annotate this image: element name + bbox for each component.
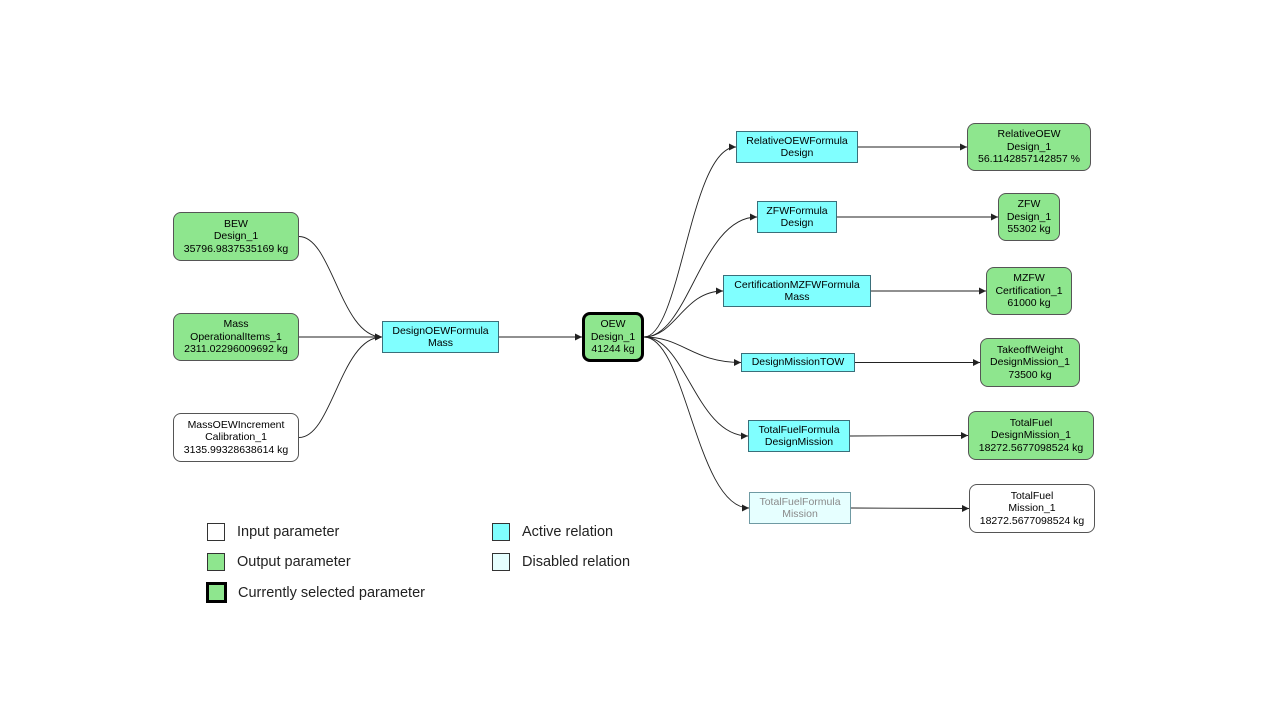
edge-oew-to-zfwformula	[643, 213, 758, 338]
legend-input-swatch	[207, 523, 225, 541]
node-text-line: Design_1	[1006, 210, 1052, 223]
node-text-line: MassOEWIncrement	[187, 418, 285, 431]
node-text-line: TotalFuelFormula	[759, 495, 841, 508]
edge-totalfuelformula_m-to-totalfuel_m	[850, 504, 970, 512]
node-text-line: 41244 kg	[591, 343, 635, 356]
node-text-line: OperationalItems_1	[190, 330, 282, 343]
legend-selected-label: Currently selected parameter	[238, 584, 425, 601]
node-text-line: 73500 kg	[1008, 368, 1052, 381]
legend-disabled-swatch	[492, 553, 510, 571]
edge-bew-to-designoewformula	[298, 236, 383, 341]
node-text-line: Certification_1	[995, 284, 1063, 297]
node-text-line: Mission	[782, 508, 818, 520]
node-text-line: Mission_1	[1008, 502, 1056, 515]
relation-node-design-mission-tow[interactable]: DesignMissionTOW	[741, 353, 855, 372]
node-text-line: 35796.9837535169 kg	[183, 242, 289, 255]
legend-selected: Currently selected parameter	[206, 582, 425, 603]
legend-disabled: Disabled relation	[492, 553, 630, 571]
node-text-line: RelativeOEW	[997, 128, 1061, 141]
node-text-line: 18272.5677098524 kg	[979, 514, 1085, 527]
edge-oew-to-relativeoewformula	[643, 143, 737, 338]
node-text-line: 61000 kg	[1007, 297, 1051, 310]
node-text-line: 56.1142857142857 %	[978, 153, 1080, 166]
edge-totalfuelformula_dm-to-totalfuel_dm	[849, 432, 969, 440]
node-text-line: Design	[780, 217, 814, 229]
legend-output-swatch	[207, 553, 225, 571]
node-text-line: Mass	[223, 318, 249, 331]
legend-input-label: Input parameter	[237, 524, 340, 540]
node-text-line: Calibration_1	[205, 431, 267, 444]
edge-oew-to-totalfuelformula_m	[643, 336, 750, 512]
node-text-line: BEW	[224, 217, 248, 230]
edge-oew-to-certmzfw	[643, 287, 724, 338]
node-text-line: DesignMission_1	[990, 356, 1070, 369]
node-text-line: DesignOEWFormula	[392, 324, 489, 337]
node-text-line: TakeoffWeight	[996, 343, 1064, 356]
node-text-line: Design_1	[213, 230, 259, 243]
node-text-line: MZFW	[1013, 272, 1045, 285]
node-text-line: Mass	[427, 337, 454, 349]
legend-disabled-label: Disabled relation	[522, 554, 631, 570]
edge-oew-to-designmissiontow	[643, 336, 742, 366]
legend-input: Input parameter	[207, 523, 339, 541]
node-text-line: RelativeOEWFormula	[746, 134, 848, 147]
node-text-line: DesignMissionTOW	[751, 356, 845, 369]
legend-output-label: Output parameter	[237, 554, 351, 570]
node-text-line: Design_1	[590, 330, 636, 343]
legend-active-swatch	[492, 523, 510, 541]
node-text-line: OEW	[600, 318, 626, 331]
node-text-line: TotalFuel	[1010, 489, 1054, 502]
node-text-line: Design_1	[1006, 140, 1052, 153]
node-text-line: TotalFuelFormula	[758, 423, 840, 436]
node-text-line: DesignMission	[764, 436, 834, 448]
legend-selected-swatch	[206, 582, 227, 603]
edge-massoew-to-designoewformula	[298, 333, 383, 438]
node-text-line: 2311.02296009692 kg	[184, 343, 288, 356]
legend-output: Output parameter	[207, 553, 351, 571]
node-text-line: TotalFuel	[1009, 416, 1053, 429]
node-text-line: 3135.99328638614 kg	[183, 443, 289, 456]
node-text-line: ZFWFormula	[766, 204, 828, 217]
node-text-line: ZFW	[1017, 198, 1041, 211]
legend-active: Active relation	[492, 523, 613, 541]
node-text-line: Mass	[784, 291, 810, 303]
edge-oew-to-totalfuelformula_dm	[643, 336, 749, 440]
node-text-line: CertificationMZFWFormula	[734, 278, 860, 291]
node-text-line: 18272.5677098524 kg	[978, 441, 1084, 454]
legend-active-label: Active relation	[522, 524, 614, 540]
node-text-line: Design	[780, 147, 814, 159]
node-text-line: 55302 kg	[1007, 223, 1051, 236]
node-text-line: DesignMission_1	[991, 429, 1071, 442]
